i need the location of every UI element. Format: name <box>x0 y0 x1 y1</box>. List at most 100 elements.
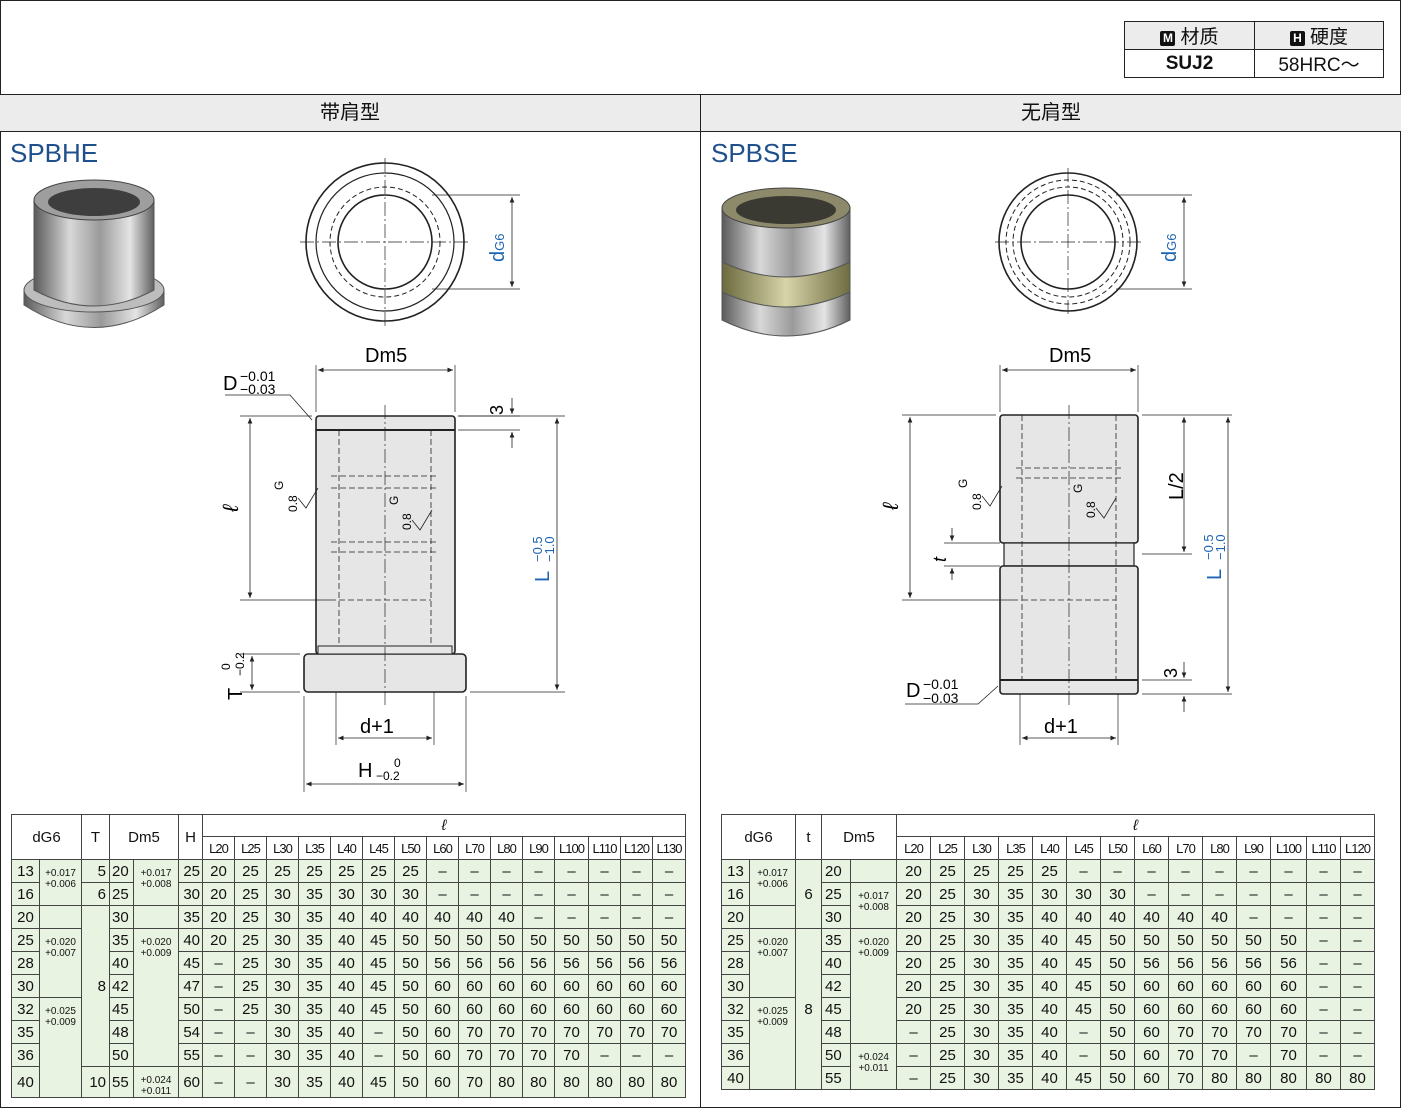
cell-ell: 60 <box>426 997 459 1021</box>
cell-ell: – <box>1066 1020 1101 1044</box>
cell-ell: 80 <box>522 1066 555 1098</box>
cell-ell: 30 <box>1100 882 1135 906</box>
svg-text:Dm5: Dm5 <box>365 345 407 367</box>
cell-ell: 30 <box>1032 882 1067 906</box>
section-header-shoulder: 带肩型 <box>0 94 700 132</box>
cell-t: 8 <box>81 905 110 1067</box>
cell-dm5-tol: +0.024+0.011 <box>850 1043 897 1090</box>
cell-ell: 30 <box>330 882 363 906</box>
cell-ell: – <box>554 859 589 883</box>
cell-ell: 30 <box>964 951 999 975</box>
cell-ell: 60 <box>1236 974 1271 998</box>
cell-ell: 20 <box>202 905 235 929</box>
rough-g-label-r2: G <box>1071 484 1085 493</box>
cell-ell: 40 <box>1032 1020 1067 1044</box>
cell-ell: 20 <box>896 997 931 1021</box>
cell-ell: 25 <box>1032 859 1067 883</box>
cell-ell: 45 <box>1066 1066 1101 1090</box>
cell-dg6: 25 <box>11 928 40 952</box>
cell-h: 47 <box>178 974 203 998</box>
cell-ell: – <box>1306 859 1341 883</box>
cell-ell: – <box>458 882 491 906</box>
cell-ell: 50 <box>394 1020 427 1044</box>
cell-ell: – <box>896 1020 931 1044</box>
spbhe-lcol-l90: L90 <box>522 836 555 860</box>
spbhe-lcol-l110: L110 <box>588 836 621 860</box>
cell-ell: – <box>1270 859 1307 883</box>
cell-ell: 35 <box>298 1066 331 1098</box>
cell-ell: 60 <box>1168 997 1203 1021</box>
cell-ell: 25 <box>394 859 427 883</box>
spbhe-lcol-l25: L25 <box>234 836 267 860</box>
spbse-lcol-l30: L30 <box>964 836 999 860</box>
cell-ell: 60 <box>490 974 523 998</box>
cell-ell: 56 <box>490 951 523 975</box>
hardness-value: 58HRC～ <box>1254 49 1384 78</box>
cell-ell: 50 <box>1100 928 1135 952</box>
cell-ell: 70 <box>554 1043 589 1067</box>
cell-ell: – <box>1340 997 1375 1021</box>
cell-ell: – <box>588 859 621 883</box>
cell-ell: 40 <box>1202 905 1237 929</box>
cell-dm5: 30 <box>821 905 851 929</box>
cell-ell: 30 <box>394 882 427 906</box>
cell-ell: – <box>1340 905 1375 929</box>
cell-ell: 56 <box>458 951 491 975</box>
cell-ell: 30 <box>266 1043 299 1067</box>
spbhe-lcol-l80: L80 <box>490 836 523 860</box>
cell-ell: – <box>234 1043 267 1067</box>
cell-ell: – <box>1100 859 1135 883</box>
cell-ell: – <box>234 1066 267 1098</box>
cell-ell: – <box>234 1020 267 1044</box>
cell-ell: 35 <box>998 1066 1033 1090</box>
cell-dg6-tol: +0.020+0.007 <box>39 928 82 998</box>
spbse-lcol-l40: L40 <box>1032 836 1067 860</box>
cell-ell: 20 <box>202 928 235 952</box>
cell-ell: 35 <box>298 882 331 906</box>
cell-ell: 25 <box>234 974 267 998</box>
cell-ell: 70 <box>458 1020 491 1044</box>
cell-ell: – <box>1168 882 1203 906</box>
cell-ell: 50 <box>394 997 427 1021</box>
cell-dm5: 40 <box>109 951 134 975</box>
cell-ell: 60 <box>490 997 523 1021</box>
cell-dm5: 40 <box>821 951 851 975</box>
spbhe-lcol-l130: L130 <box>652 836 686 860</box>
cell-ell: 35 <box>998 974 1033 998</box>
spbse-lcol-l100: L100 <box>1270 836 1307 860</box>
cell-ell: – <box>522 905 555 929</box>
cell-dg6: 20 <box>11 905 40 929</box>
cell-dg6-tol: +0.020+0.007 <box>749 928 796 998</box>
dim-d-tol-lower: −0.03 <box>240 381 276 397</box>
cell-ell: – <box>1306 1043 1341 1067</box>
cell-ell: 25 <box>930 1043 965 1067</box>
cell-ell: – <box>458 859 491 883</box>
cell-dg6: 28 <box>11 951 40 975</box>
cell-ell: 50 <box>1100 1043 1135 1067</box>
cell-dg6: 16 <box>721 882 750 906</box>
col-t: T <box>81 814 110 860</box>
cell-ell: 30 <box>266 905 299 929</box>
spbhe-lcol-l70: L70 <box>458 836 491 860</box>
dim-d-tol-upper: −0.01 <box>240 368 276 384</box>
cell-ell: – <box>362 1043 395 1067</box>
spbhe-lcol-l60: L60 <box>426 836 459 860</box>
rough-value-label-r: 0.8 <box>970 493 984 510</box>
dim-d-plus-1-label-r: d+1 <box>1044 716 1078 738</box>
cell-h: 55 <box>178 1043 203 1067</box>
cell-ell: 30 <box>266 1066 299 1098</box>
cell-ell: 56 <box>1168 951 1203 975</box>
cell-dg6: 13 <box>11 859 40 883</box>
cell-ell: – <box>1340 882 1375 906</box>
cell-dg6-tol: +0.025+0.009 <box>39 997 82 1098</box>
cell-h: 40 <box>178 928 203 952</box>
cell-ell: 50 <box>554 928 589 952</box>
dim-d-plus-1-label: d+1 <box>360 716 394 738</box>
cell-ell: 25 <box>930 928 965 952</box>
cell-h: 54 <box>178 1020 203 1044</box>
cell-dg6: 25 <box>721 928 750 952</box>
